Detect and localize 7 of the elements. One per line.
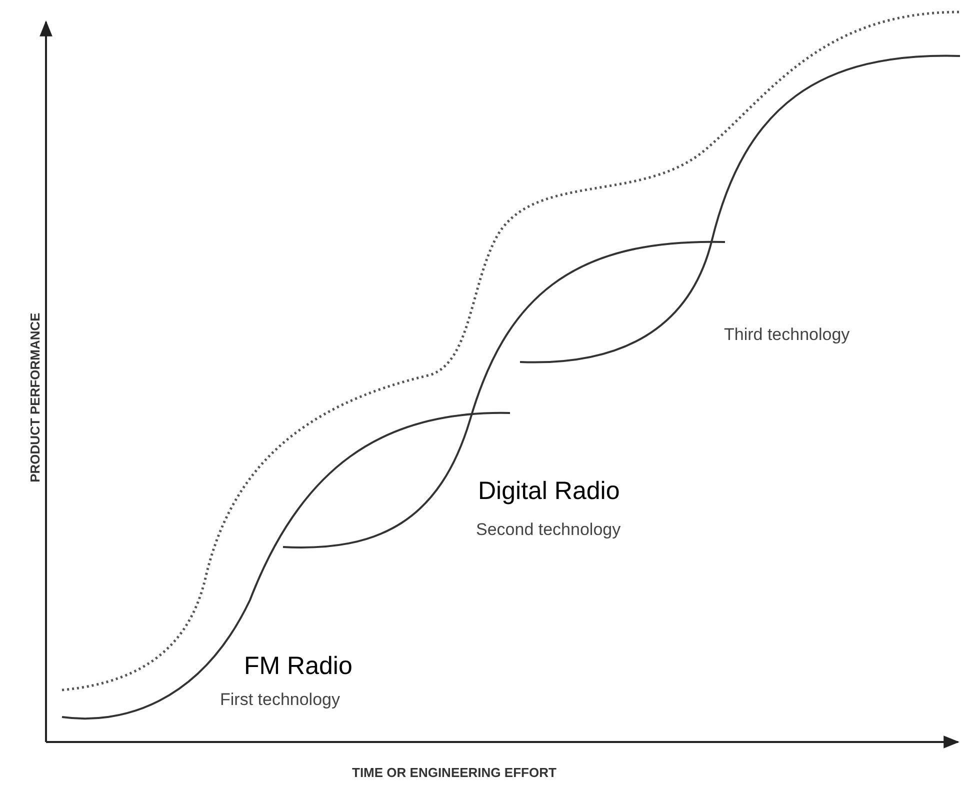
curve-label: FM Radio [244,652,352,681]
curve-label: Second technology [476,520,621,540]
curve-label: Third technology [724,325,850,345]
axis-title: TIME OR ENGINEERING EFFORT [352,765,556,780]
curve-label: First technology [220,690,340,710]
axis-title: PRODUCT PERFORMANCE [28,312,42,484]
curve-label: Digital Radio [478,477,620,506]
